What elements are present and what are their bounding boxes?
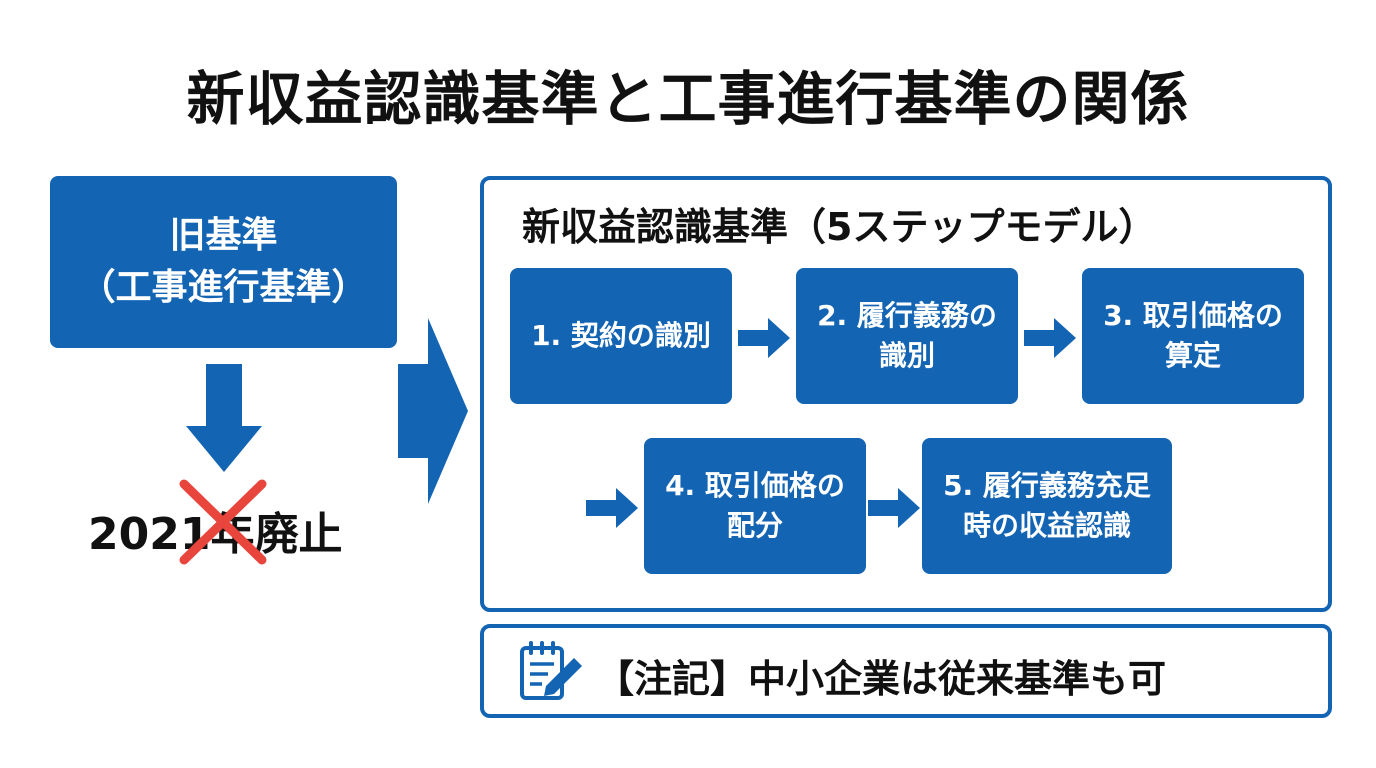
right-arrow-icon: [398, 318, 468, 504]
step-5-label: 5. 履行義務充足: [943, 469, 1151, 502]
step-5-sublabel: 時の収益認識: [962, 509, 1131, 542]
step-4-sublabel: 配分: [726, 509, 783, 542]
step-arrow-4-5-icon: [868, 488, 920, 528]
step-3-label: 3. 取引価格の: [1103, 299, 1283, 332]
old-standard-box: 旧基準 （工事進行基準）: [50, 176, 397, 348]
notepad-pencil-icon: [520, 641, 582, 700]
note-box: [480, 624, 1332, 718]
old-standard-label: 旧基準: [169, 215, 278, 256]
note-text: 【注記】中小企業は従来基準も可: [596, 657, 1167, 701]
step-2-label: 2. 履行義務の: [817, 299, 997, 332]
step-5-box: 5. 履行義務充足 時の収益認識: [922, 438, 1172, 574]
step-arrow-1-2-icon: [738, 318, 790, 358]
abolition-suffix: 廃止: [254, 509, 343, 560]
step-arrow-2-3-icon: [1024, 318, 1076, 358]
step-1-label: 1. 契約の識別: [531, 319, 711, 352]
step-arrow-3-4-icon: [586, 488, 638, 528]
step-3-sublabel: 算定: [1164, 339, 1221, 372]
step-2-sublabel: 識別: [878, 339, 935, 372]
step-4-label: 4. 取引価格の: [665, 469, 845, 502]
step-3-box: 3. 取引価格の 算定: [1082, 268, 1304, 404]
step-4-box: 4. 取引価格の 配分: [644, 438, 866, 574]
down-arrow-icon: [186, 364, 262, 472]
old-standard-sublabel: （工事進行基準）: [79, 267, 368, 308]
cross-mark-icon: [179, 479, 267, 565]
step-2-box: 2. 履行義務の 識別: [796, 268, 1018, 404]
page-title: 新収益認識基準と工事進行基準の関係: [186, 65, 1190, 133]
new-standard-title: 新収益認識基準（5ステップモデル）: [522, 205, 1157, 249]
new-standard-panel: [480, 176, 1332, 612]
step-1-box: 1. 契約の識別: [510, 268, 732, 404]
